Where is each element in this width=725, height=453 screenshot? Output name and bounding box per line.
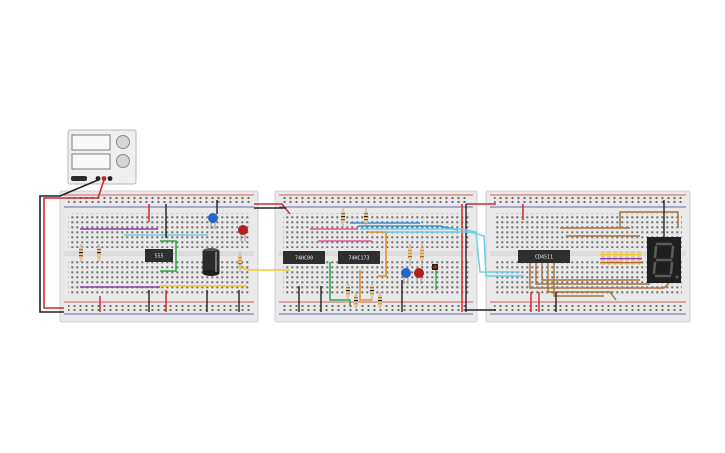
wires [80,200,679,312]
led-red-icon[interactable] [238,225,248,241]
wire-brown [553,262,604,297]
resistor-icon [79,244,83,262]
chip-body [283,251,325,264]
components [202,213,438,284]
supply-leads [39,179,105,313]
display-bottom [71,153,111,170]
terminal-positive-icon [101,176,107,181]
resistor-icon [364,208,368,228]
resistor-icon [341,208,345,228]
lead-black [39,179,99,313]
resistor-array [600,251,642,265]
terminal-strip-top [68,213,250,248]
chip-74hc00[interactable]: 74HC00 [283,251,325,264]
resistor-icon [420,244,424,266]
center-channel [490,251,686,256]
chips: 555 74HC00 74HC173 CD4511 [145,249,570,264]
chip-label: 555 [154,254,163,260]
terminal-strip-bottom [68,259,250,294]
wire-cyan [360,228,520,273]
wire-brown [547,262,617,301]
led-red-icon[interactable] [414,268,424,284]
lead-red [43,179,105,309]
terminal-strip-bottom [283,259,469,294]
chip-body [518,250,570,263]
wire-red [254,203,291,215]
wire-cyan [386,231,524,277]
chip-label: 74HC173 [348,256,369,262]
resistor-icon [346,282,350,300]
led-blue-icon[interactable] [208,213,218,229]
power-supply[interactable] [67,129,137,185]
terminal-strip-top [283,213,469,248]
terminal-ground-icon [107,176,113,181]
rail-holes [68,197,250,205]
resistors [79,208,642,310]
chip-label: CD4511 [535,255,553,261]
wire-yellow [241,267,290,271]
chip-74hc173[interactable]: 74HC173 [338,251,380,264]
rail-holes [283,197,469,205]
wire-orange [359,270,372,301]
resistor-icon [408,244,412,266]
wire-brown [619,211,679,228]
led-blue-icon[interactable] [401,268,411,284]
wire-brown [535,262,650,285]
chip-555[interactable]: 555 [145,249,173,262]
resistor-icon [370,282,374,300]
power-switch[interactable] [71,176,87,181]
wire-green [329,262,351,306]
rail-holes [68,304,250,312]
resistor-icon [238,252,242,272]
resistor-icon [354,292,358,310]
resistor-icon [378,292,382,310]
wire-brown [541,262,640,281]
wire-orange [368,231,387,277]
knob-voltage-icon[interactable] [116,135,130,149]
electrolytic-capacitor-icon[interactable] [202,248,220,276]
display-top [71,134,111,151]
resistor-icon [97,244,101,262]
wire-green [160,240,177,272]
chip-body [145,249,173,262]
rail-holes [494,197,682,205]
chip-body [338,251,380,264]
knob-current-icon[interactable] [116,154,130,168]
rail-holes [494,304,682,312]
wire-brown [529,262,671,289]
chip-cd4511[interactable]: CD4511 [518,250,570,263]
seven-segment-display-icon[interactable] [647,237,681,283]
rail-holes [283,304,469,312]
chip-label: 74HC00 [295,256,313,262]
